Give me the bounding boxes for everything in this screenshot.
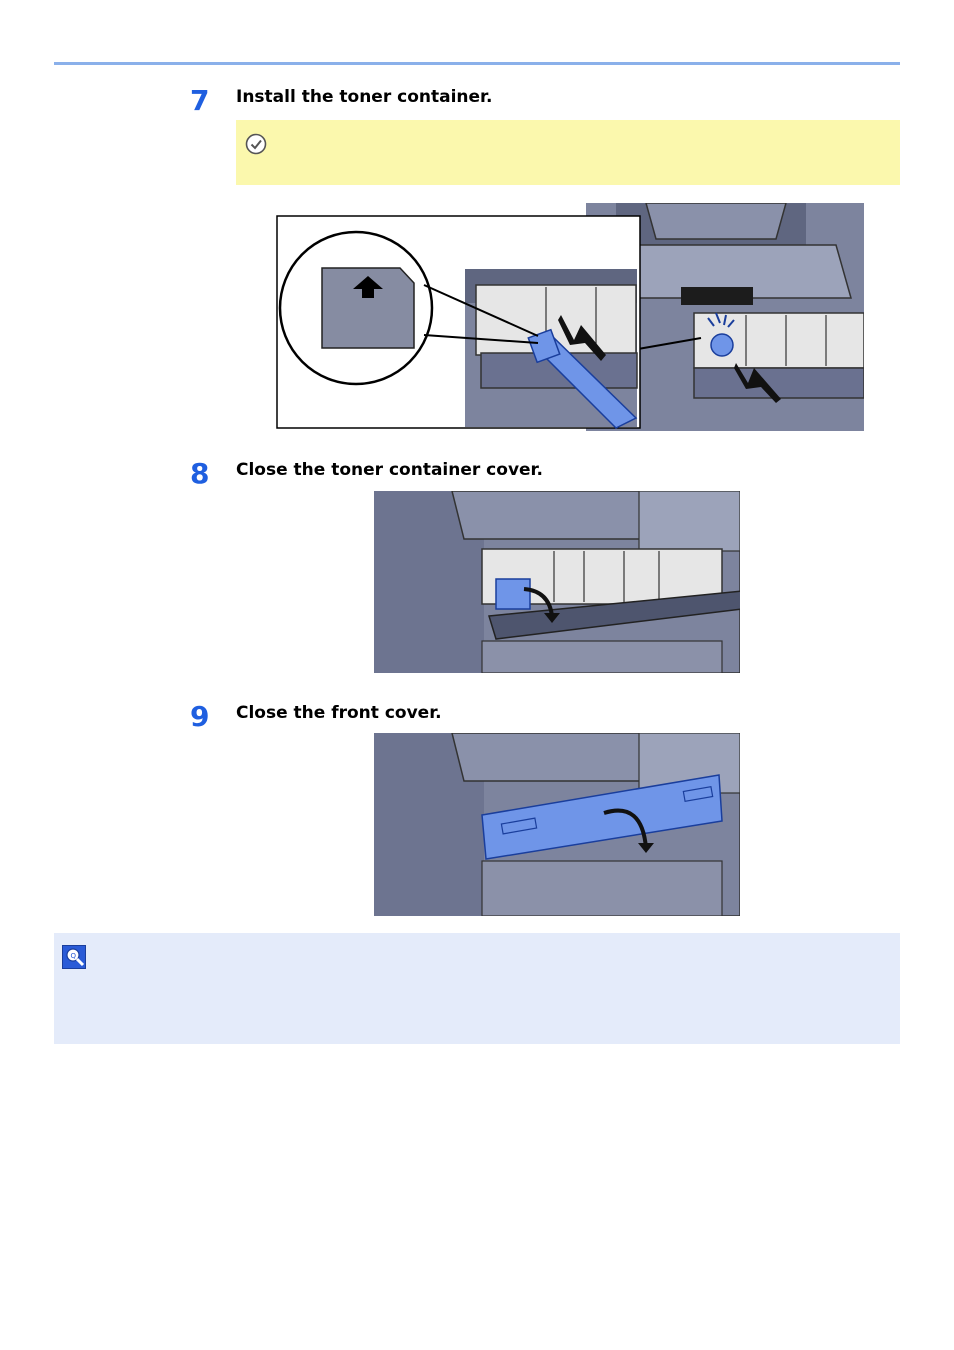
- header-rule: [54, 62, 900, 65]
- step-title: Close the front cover.: [236, 703, 442, 723]
- step-title: Install the toner container.: [236, 87, 492, 107]
- step-number: 9: [190, 700, 218, 733]
- note-callout: [54, 933, 900, 1044]
- step-number: 8: [190, 457, 218, 490]
- important-callout: [236, 120, 900, 185]
- step-number: 7: [190, 84, 218, 117]
- step-title: Close the toner container cover.: [236, 460, 543, 480]
- close-front-cover-illustration: [374, 733, 740, 916]
- toner-install-illustration: [276, 203, 864, 433]
- checkmark-circle-icon: [245, 133, 267, 155]
- svg-text:Q: Q: [71, 952, 77, 960]
- note-magnifier-icon: Q: [62, 945, 86, 969]
- close-toner-cover-illustration: [374, 491, 740, 673]
